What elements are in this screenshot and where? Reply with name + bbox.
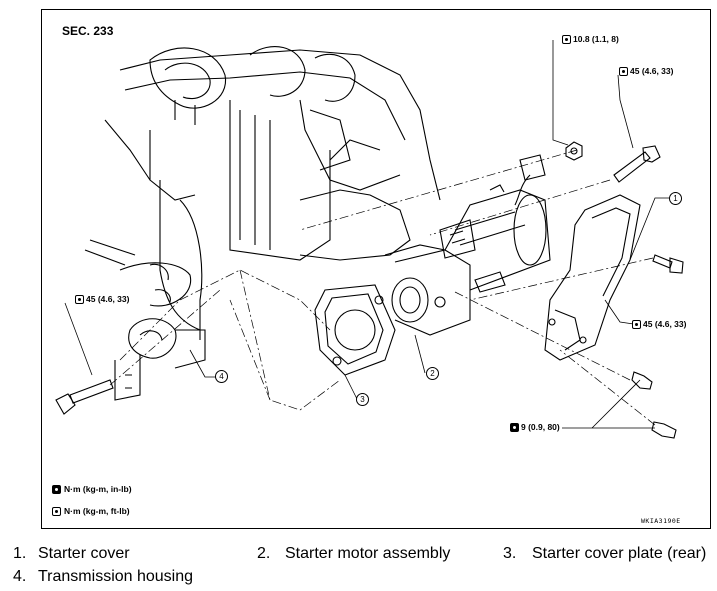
torque-value: 45 (4.6, 33) <box>630 66 674 76</box>
torque-wrench-icon <box>510 422 519 432</box>
torque-bolt-left: 45 (4.6, 33) <box>75 294 129 304</box>
torque-bolt-right: 45 (4.6, 33) <box>632 319 686 329</box>
part-label: Starter cover <box>38 545 130 562</box>
part-number: 2. <box>257 545 271 562</box>
part-list-item: 3. <box>503 545 516 563</box>
torque-nut-top: 10.8 (1.1, 8) <box>562 34 619 44</box>
transmission-housing-drawing <box>84 46 441 401</box>
legend-ft-lb: N·m (kg-m, ft-lb) <box>52 506 130 516</box>
torque-wrench-icon <box>632 319 641 329</box>
torque-value: 45 (4.6, 33) <box>643 319 687 329</box>
part-list-item: Transmission housing <box>38 568 193 586</box>
reference-code: WKIA3190E <box>641 517 681 525</box>
part-list-item: Starter cover <box>38 545 130 563</box>
torque-value: 10.8 (1.1, 8) <box>573 34 619 44</box>
assembly-lines <box>109 149 656 426</box>
starter-cover-drawing <box>544 194 641 361</box>
torque-wrench-icon <box>75 294 84 304</box>
section-label: SEC. 233 <box>62 24 114 38</box>
part-number: 1. <box>13 545 27 562</box>
callout-4: 4 <box>215 370 228 383</box>
part-list-item: 1. <box>13 545 26 563</box>
part-number: 3. <box>503 545 517 562</box>
nut-drawing <box>565 141 583 161</box>
part-label: Starter motor assembly <box>285 545 451 562</box>
part-list-item: Starter motor assembly <box>285 545 450 563</box>
torque-value: 9 (0.9, 80) <box>521 422 560 432</box>
part-list-item: Starter cover plate (rear) <box>532 545 706 563</box>
bolt-right-drawing <box>652 254 684 274</box>
torque-wrench-icon <box>52 484 61 494</box>
part-list-item: 2. <box>257 545 270 563</box>
torque-bolt-bottom: 9 (0.9, 80) <box>510 422 560 432</box>
torque-wrench-icon <box>619 66 628 76</box>
leader-lines <box>64 40 675 429</box>
part-label: Transmission housing <box>38 568 194 585</box>
part-number: 4. <box>13 568 27 585</box>
torque-bolt-top: 45 (4.6, 33) <box>619 66 673 76</box>
bolt-left-drawing <box>55 379 114 415</box>
starter-cover-plate-drawing <box>314 284 396 376</box>
torque-wrench-icon <box>562 34 571 44</box>
part-list-item: 4. <box>13 568 26 586</box>
starter-motor-drawing <box>384 154 551 336</box>
legend-in-lb: N·m (kg-m, in-lb) <box>52 484 132 494</box>
torque-value: 45 (4.6, 33) <box>86 294 130 304</box>
diagram-frame <box>41 9 711 529</box>
bolt-top-drawing <box>613 145 661 183</box>
callout-1: 1 <box>669 192 682 205</box>
legend-label: N·m (kg-m, ft-lb) <box>64 506 130 516</box>
bolts-bottom-drawing <box>631 371 677 439</box>
legend-label: N·m (kg-m, in-lb) <box>64 484 132 494</box>
torque-wrench-icon <box>52 506 61 516</box>
callout-2: 2 <box>426 367 439 380</box>
callout-3: 3 <box>356 393 369 406</box>
part-label: Starter cover plate (rear) <box>532 545 707 562</box>
